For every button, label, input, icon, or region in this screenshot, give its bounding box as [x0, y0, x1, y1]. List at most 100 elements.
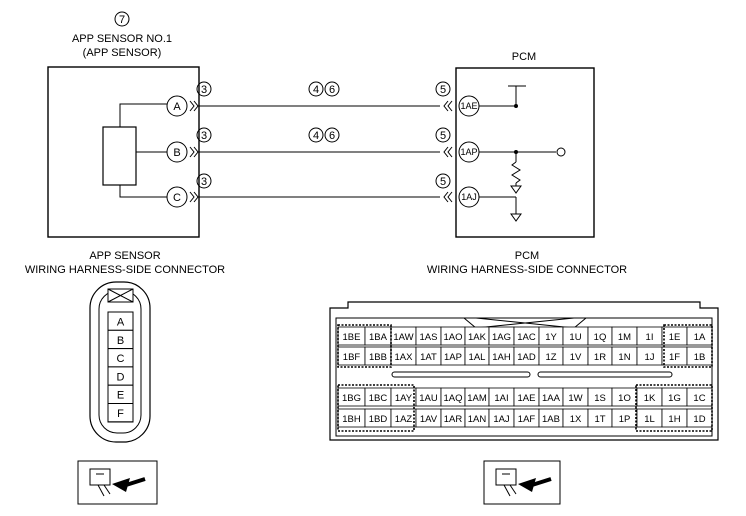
svg-text:1H: 1H	[668, 414, 680, 425]
pcm-pin-1aw: 1AW	[390, 326, 417, 346]
svg-text:3: 3	[201, 176, 207, 188]
pcm-connector	[329, 301, 719, 441]
pcm-pin-1f: 1F	[661, 346, 688, 366]
sensor-terminal-a	[166, 95, 188, 117]
connector-plug-icon	[77, 460, 158, 505]
pcm-pin-1ao: 1AO	[440, 326, 466, 346]
svg-text:1AJ: 1AJ	[461, 192, 477, 202]
pcm-connector-title: PCM	[515, 250, 539, 262]
svg-text:6: 6	[329, 130, 335, 142]
svg-text:1AG: 1AG	[492, 332, 511, 343]
svg-text:3: 3	[201, 84, 207, 96]
pcm-pin-1e: 1E	[661, 326, 688, 346]
svg-text:1AU: 1AU	[419, 393, 438, 404]
pcm-pin-1au: 1AU	[415, 387, 442, 407]
pcm-pin-1m: 1M	[611, 326, 638, 346]
svg-text:1T: 1T	[594, 414, 605, 425]
pcm-pin-1o: 1O	[611, 387, 638, 407]
svg-text:1AE: 1AE	[460, 101, 477, 111]
pcm-pin-1aa: 1AA	[538, 387, 564, 407]
pcm-pin-1bd: 1BD	[364, 408, 392, 428]
pcm-pin-1ad: 1AD	[513, 346, 540, 366]
svg-text:1AP: 1AP	[444, 352, 462, 363]
svg-text:1M: 1M	[618, 332, 631, 343]
pcm-pin-1r: 1R	[587, 346, 613, 366]
pcm-pin-1ar: 1AR	[440, 408, 466, 428]
pcm-pin-1an: 1AN	[464, 408, 490, 428]
pcm-pin-1bg: 1BG	[337, 387, 366, 407]
sensor-pin-b: B	[107, 329, 134, 350]
pcm-pin-1w: 1W	[562, 387, 589, 407]
pcm-pin-1n: 1N	[611, 346, 638, 366]
svg-text:1AI: 1AI	[494, 393, 508, 404]
harness-ref-sensor-side: 3 3 3	[196, 81, 212, 189]
pcm-connector-subtitle: WIRING HARNESS-SIDE CONNECTOR	[427, 264, 627, 276]
sensor-terminal-b-label: B	[173, 147, 180, 159]
pcm-pin-1l: 1L	[636, 408, 663, 428]
pcm-pin-1z: 1Z	[538, 346, 564, 366]
svg-text:1AB: 1AB	[542, 414, 560, 425]
svg-text:1J: 1J	[644, 352, 654, 363]
svg-text:1AL: 1AL	[469, 352, 486, 363]
svg-text:1AM: 1AM	[467, 393, 487, 404]
mid-harness-refs: 4 6 4 6	[308, 81, 340, 143]
pcm-box	[455, 67, 595, 238]
svg-text:1S: 1S	[594, 393, 606, 404]
svg-text:F: F	[117, 408, 124, 420]
sensor-ref-circle	[114, 11, 130, 27]
pcm-harness-chevrons	[443, 100, 453, 203]
svg-text:1BE: 1BE	[343, 332, 361, 343]
svg-text:1R: 1R	[594, 352, 606, 363]
pcm-pin-1ap: 1AP	[440, 346, 466, 366]
connector-plug-icon	[483, 460, 561, 505]
svg-text:1F: 1F	[669, 352, 680, 363]
sensor-terminal-c	[166, 186, 188, 208]
pcm-pin-1g: 1G	[661, 387, 688, 407]
svg-text:D: D	[117, 371, 125, 383]
svg-text:B: B	[117, 335, 124, 347]
svg-text:1X: 1X	[570, 414, 582, 425]
svg-text:1BC: 1BC	[369, 393, 388, 404]
pcm-pin-1x: 1X	[562, 408, 589, 428]
svg-text:1AP: 1AP	[460, 147, 477, 157]
sensor-pin-d: D	[107, 366, 134, 386]
svg-text:5: 5	[440, 84, 446, 96]
pcm-pin-1al: 1AL	[464, 346, 490, 366]
svg-text:4: 4	[313, 130, 319, 142]
pcm-pin-1v: 1V	[562, 346, 589, 366]
pcm-pin-1p: 1P	[611, 408, 638, 428]
pcm-title: PCM	[512, 51, 536, 63]
svg-text:3: 3	[201, 130, 207, 142]
svg-text:1AF: 1AF	[518, 414, 536, 425]
sensor-connector-title: APP SENSOR	[89, 250, 160, 262]
svg-text:A: A	[117, 317, 125, 329]
pcm-pin-1aj: 1AJ	[488, 408, 515, 428]
pcm-pin-1j: 1J	[636, 346, 663, 366]
pcm-pin-1bb: 1BB	[364, 346, 392, 366]
svg-text:1W: 1W	[568, 393, 582, 404]
pcm-pin-1ab: 1AB	[538, 408, 564, 428]
svg-text:1Z: 1Z	[545, 352, 556, 363]
pcm-pin-1az: 1AZ	[390, 408, 417, 428]
pcm-pin-1ai: 1AI	[488, 387, 515, 407]
svg-text:1C: 1C	[693, 393, 705, 404]
svg-text:1L: 1L	[644, 414, 655, 425]
svg-text:1K: 1K	[644, 393, 656, 404]
svg-text:1Q: 1Q	[594, 332, 607, 343]
svg-text:1BA: 1BA	[369, 332, 388, 343]
svg-text:4: 4	[313, 84, 319, 96]
svg-text:1AT: 1AT	[420, 352, 437, 363]
svg-text:1AV: 1AV	[420, 414, 438, 425]
pcm-pin-1bh: 1BH	[337, 408, 366, 428]
sensor-ref-number: 7	[119, 14, 125, 26]
pcm-pin-1h: 1H	[661, 408, 688, 428]
pcm-pin-1as: 1AS	[415, 326, 442, 346]
pcm-pin-1u: 1U	[562, 326, 589, 346]
sensor-pin-f: F	[107, 403, 134, 423]
svg-text:1AJ: 1AJ	[493, 414, 510, 425]
sensor-terminal-a-label: A	[173, 101, 181, 113]
svg-text:5: 5	[440, 130, 446, 142]
svg-text:1G: 1G	[668, 393, 681, 404]
pcm-pin-1ak: 1AK	[464, 326, 490, 346]
